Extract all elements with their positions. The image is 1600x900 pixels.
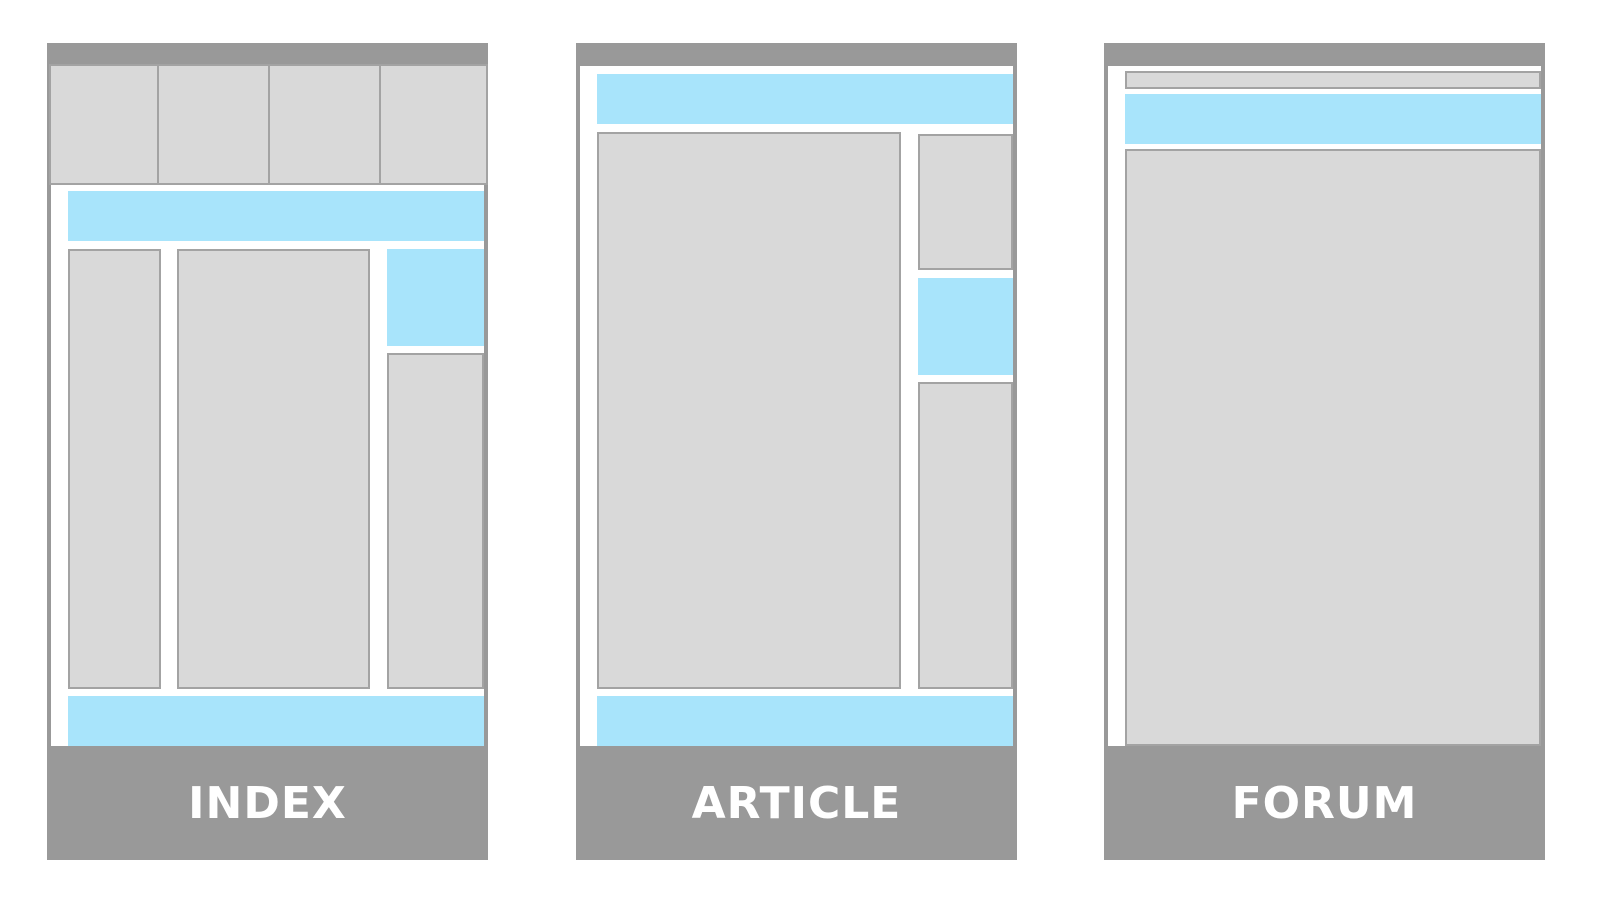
top-strip: [1125, 71, 1541, 89]
index-screen: [49, 64, 488, 746]
sidebar-highlight: [918, 278, 1013, 375]
forum-layout-frame: FORUM: [1104, 43, 1545, 860]
sidebar-block-bottom: [918, 382, 1013, 689]
article-screen: [580, 66, 1013, 746]
header-tile-4: [379, 64, 488, 185]
header-tile-2: [157, 64, 270, 185]
sidebar-block: [387, 353, 484, 689]
sidebar-block-top: [918, 134, 1013, 270]
left-column: [68, 249, 161, 689]
center-column: [177, 249, 370, 689]
forum-body: [1125, 149, 1541, 746]
bottom-banner: [597, 696, 1013, 746]
sidebar-highlight: [387, 249, 484, 346]
article-body: [597, 132, 901, 689]
header-tile-3: [268, 64, 381, 185]
layout-label: INDEX: [188, 777, 347, 829]
layout-label: FORUM: [1231, 777, 1418, 829]
top-banner: [68, 191, 484, 241]
article-layout-frame: ARTICLE: [576, 43, 1017, 860]
header-tile-1: [49, 64, 159, 185]
forum-screen: [1108, 66, 1541, 746]
layout-label: ARTICLE: [691, 777, 902, 829]
top-banner: [1125, 94, 1541, 144]
index-layout-frame: INDEX: [47, 43, 488, 860]
top-banner: [597, 74, 1013, 124]
bottom-banner: [68, 696, 484, 746]
